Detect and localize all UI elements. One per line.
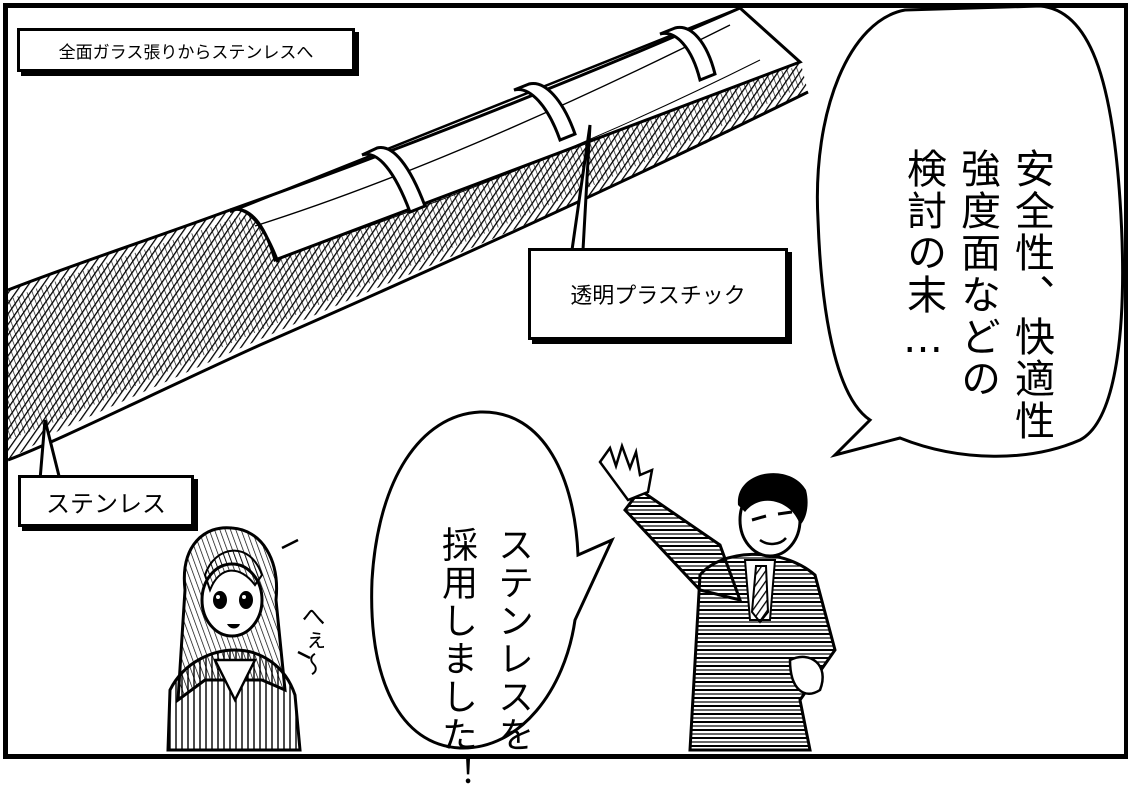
bubble-center-line-2: 採用しました！ bbox=[436, 526, 477, 792]
caption-stainless-text: ステンレス bbox=[46, 489, 166, 518]
raised-hand bbox=[598, 442, 654, 502]
bubble-center-text: ステンレスを 採用しました！ bbox=[428, 440, 596, 792]
caption-top-left: 全面ガラス張りからステンレスへ bbox=[17, 28, 355, 72]
man-figure bbox=[598, 442, 837, 752]
girl-reaction-text: へぇ〜 bbox=[294, 548, 357, 676]
caption-plastic-text: 透明プラスチック bbox=[570, 284, 746, 309]
speech-bubble-center bbox=[370, 410, 616, 750]
woman-figure bbox=[166, 526, 302, 752]
tube-illustration bbox=[7, 6, 809, 462]
caption-top-left-text: 全面ガラス張りからステンレスへ bbox=[58, 42, 314, 63]
bubble-center-line-1: ステンレスを bbox=[492, 526, 533, 754]
tube-rings bbox=[229, 25, 717, 263]
panel-artwork bbox=[7, 4, 1125, 752]
bubble-right-line-1: 安全性、快適性 bbox=[1008, 148, 1054, 442]
caption-plastic: 透明プラスチック bbox=[528, 248, 788, 340]
bubble-right-line-3: 検討の末… bbox=[900, 148, 946, 364]
speech-bubble-right bbox=[815, 4, 1125, 458]
emphasis-marks bbox=[281, 538, 311, 660]
girl-reaction-line: へぇ〜 bbox=[297, 604, 325, 676]
bubble-right-text: 安全性、快適性 強度面などの 検討の末… bbox=[896, 52, 1112, 442]
bubble-right-line-2: 強度面などの bbox=[954, 148, 1000, 400]
caption-stainless: ステンレス bbox=[18, 475, 194, 527]
